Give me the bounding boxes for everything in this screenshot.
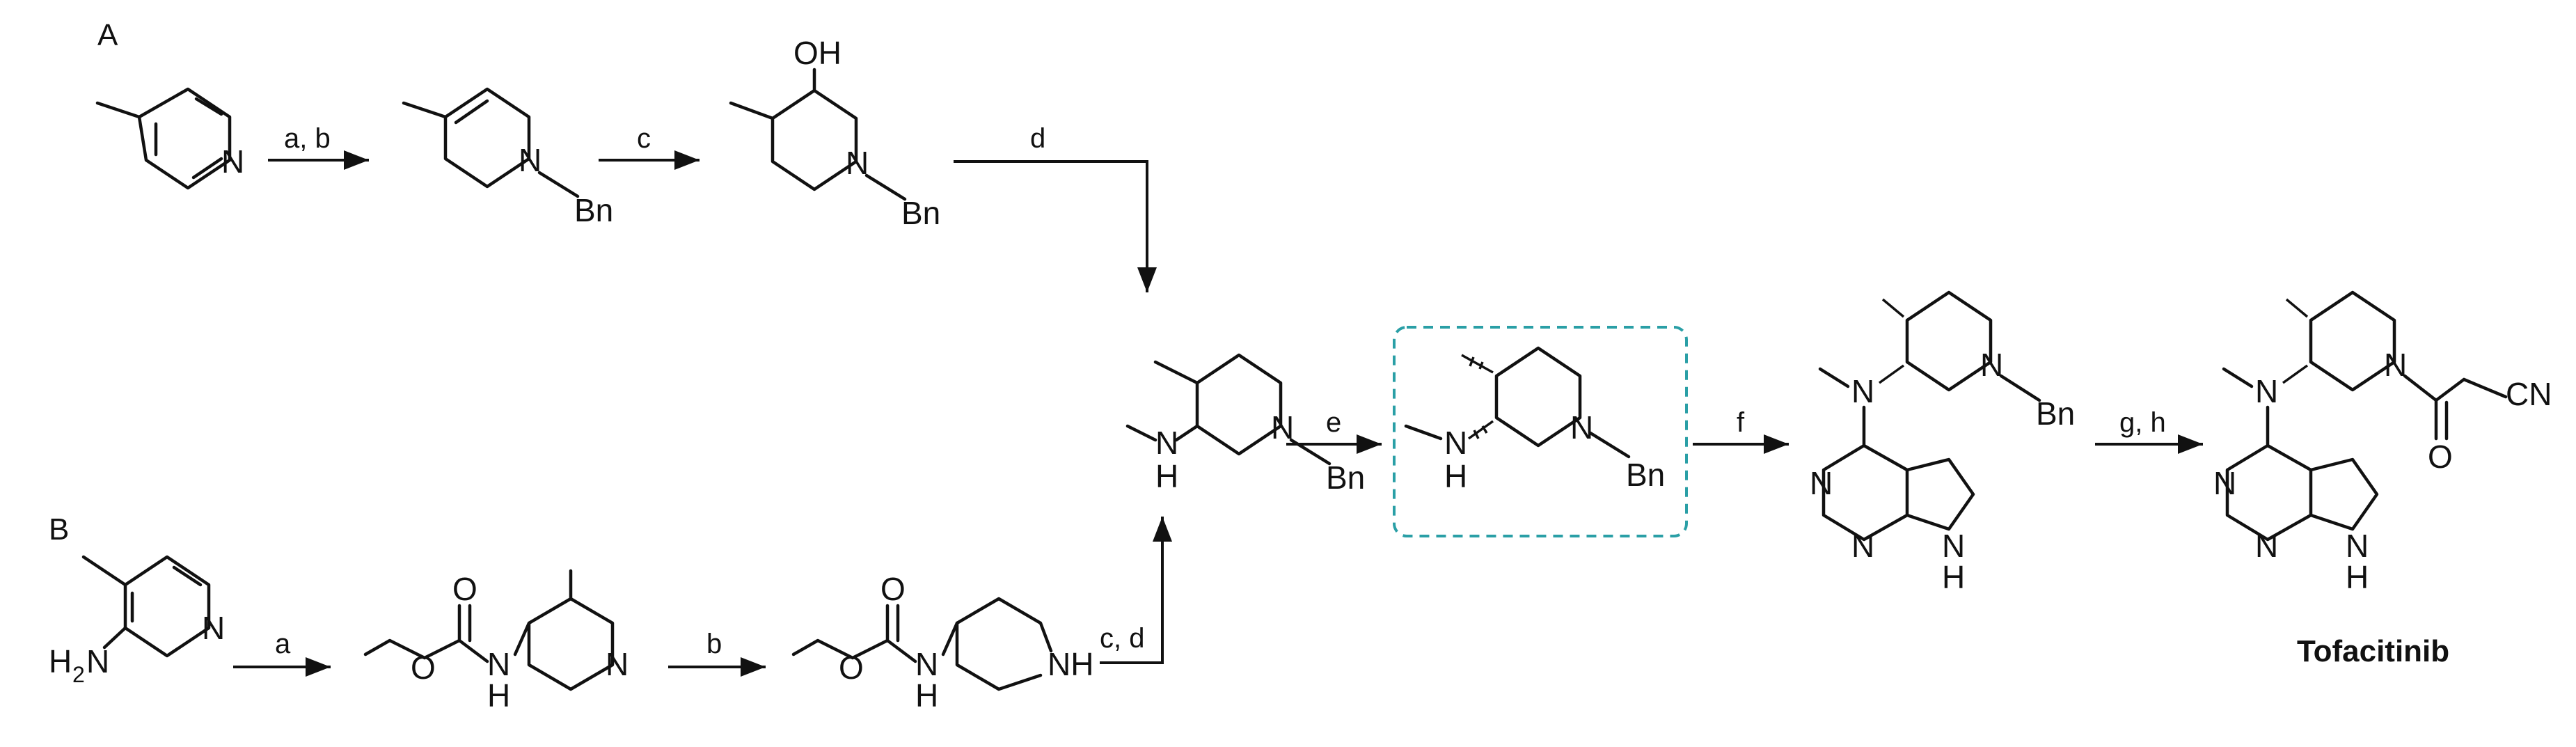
atom-label: N bbox=[2213, 465, 2236, 501]
molecule-chiral-amine: N H N Bn bbox=[1404, 346, 1665, 494]
atom-label: N bbox=[1851, 373, 1874, 409]
atom-label: Bn bbox=[901, 195, 940, 231]
atom-label: N bbox=[1810, 465, 1833, 501]
reagent-f: f bbox=[1737, 407, 1745, 438]
panel-label-a: A bbox=[97, 18, 118, 52]
atom-label: O bbox=[452, 571, 477, 607]
atom-label: N bbox=[1444, 425, 1467, 461]
atom-label: N bbox=[1570, 409, 1593, 446]
molecule-racemic-amine: N H N Bn bbox=[1125, 353, 1365, 496]
molecule-hydroxypiperidine: OH N Bn bbox=[729, 35, 940, 231]
atom-label: Bn bbox=[1626, 457, 1665, 493]
molecule-carbamate-piperidine: O O N H NH bbox=[791, 571, 1093, 714]
molecule-coupled-intermediate: N N N N H N Bn bbox=[1810, 290, 2075, 595]
reagent-a-ab: a, b bbox=[284, 123, 331, 154]
atom-label: O bbox=[411, 650, 436, 686]
atom-label: N bbox=[86, 643, 109, 679]
atom-label: N bbox=[606, 646, 629, 682]
atom-label: N bbox=[519, 142, 542, 178]
panel-label-b: B bbox=[49, 512, 69, 547]
reagent-b-cd: c, d bbox=[1100, 623, 1144, 654]
atom-label: N bbox=[2255, 373, 2278, 409]
final-product-label: Tofacitinib bbox=[2297, 634, 2449, 668]
atom-label: N bbox=[2255, 528, 2278, 564]
atom-label: N bbox=[221, 143, 244, 180]
molecule-tetrahydropyridine: N Bn bbox=[402, 87, 613, 228]
molecule-tofacitinib: N N N N H N O CN bbox=[2213, 290, 2552, 595]
atom-label: N bbox=[846, 145, 869, 181]
reagent-a-d: d bbox=[1030, 123, 1045, 154]
molecule-aminopyridine: N H 2 N bbox=[49, 555, 225, 687]
atom-label: H bbox=[1444, 458, 1467, 494]
atom-label: N bbox=[202, 610, 225, 646]
atom-label: O bbox=[839, 650, 864, 686]
atom-label: NH bbox=[1048, 646, 1093, 682]
atom-label: H bbox=[487, 677, 510, 714]
atom-label: Bn bbox=[574, 192, 613, 228]
atom-label: N bbox=[1851, 528, 1874, 564]
atom-label: H bbox=[1155, 458, 1178, 494]
reagent-e: e bbox=[1326, 407, 1341, 438]
atom-label: O bbox=[880, 571, 906, 607]
atom-label: Bn bbox=[1326, 459, 1365, 496]
reagent-gh: g, h bbox=[2119, 407, 2166, 438]
atom-label: CN bbox=[2506, 376, 2552, 412]
molecule-carbamate-pyridine: O O N H N bbox=[363, 569, 629, 714]
atom-label: N bbox=[2346, 528, 2369, 564]
atom-label: Bn bbox=[2036, 395, 2075, 432]
atom-label: N bbox=[487, 646, 510, 682]
highlight-box bbox=[1393, 326, 1688, 537]
atom-label: OH bbox=[793, 35, 841, 71]
atom-label: O bbox=[2428, 439, 2453, 475]
atom-subscript: 2 bbox=[72, 662, 85, 687]
atom-label: H bbox=[1942, 559, 1965, 595]
atom-label: N bbox=[915, 646, 938, 682]
atom-label: N bbox=[2384, 347, 2407, 383]
atom-label: N bbox=[1271, 409, 1294, 446]
atom-label: N bbox=[1980, 347, 2003, 383]
atom-label: H bbox=[915, 677, 938, 714]
molecule-4-methylpyridine: N bbox=[95, 87, 244, 190]
atom-label: H bbox=[2346, 559, 2369, 595]
atom-label: N bbox=[1942, 528, 1965, 564]
arrow-b-cd bbox=[1100, 517, 1172, 664]
reagent-a-c: c bbox=[637, 123, 651, 154]
atom-label: H bbox=[49, 643, 72, 679]
arrow-a-d bbox=[954, 160, 1157, 292]
reagent-b-b: b bbox=[706, 629, 722, 659]
reagent-b-a: a bbox=[275, 629, 291, 659]
atom-label: N bbox=[1155, 425, 1178, 461]
